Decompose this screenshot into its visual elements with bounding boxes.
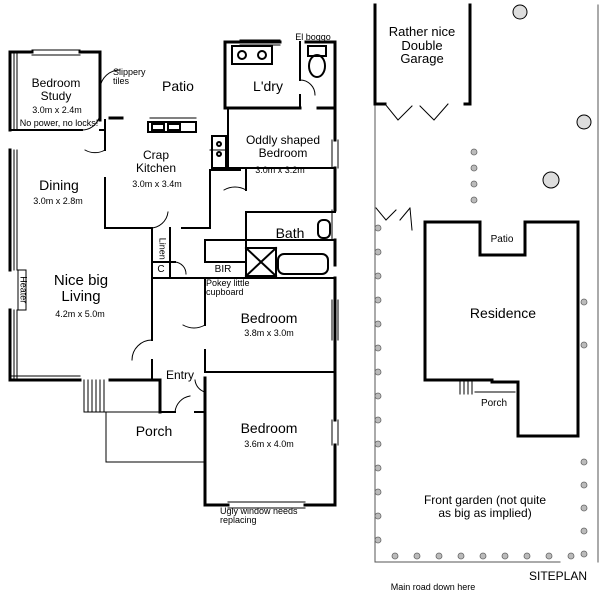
shrub-dot (374, 440, 382, 448)
shrub-dot (470, 164, 478, 172)
patio-label: Patio (162, 78, 194, 94)
shrub-dot (374, 344, 382, 352)
entry-label: Entry (165, 368, 194, 382)
siteplan-patio-label: Patio (490, 234, 514, 245)
shrub-dot (374, 512, 382, 520)
front-garden-label: Front garden (not quite as big as implie… (423, 493, 547, 520)
shrub-dot (470, 196, 478, 204)
bedroom-front-size: 3.6m x 4.0m (244, 439, 294, 449)
slippery-tiles-label: Slippery tiles (113, 67, 146, 87)
bedroom-study-name: Bedroom Study (31, 76, 81, 103)
shrub-dot (374, 416, 382, 424)
pokey-cupboard-label: Pokey little cupboard (206, 278, 250, 298)
shrub-dot (374, 488, 382, 496)
shrub-dot (580, 504, 588, 512)
shrub-dot (413, 552, 421, 560)
shrub-dot (501, 552, 509, 560)
shrub-dot (470, 148, 478, 156)
shrub-dot (580, 458, 588, 466)
dining-name: Dining (39, 177, 79, 193)
shrub-dot (374, 464, 382, 472)
shrub-dot (580, 550, 588, 558)
shrub-dot (567, 552, 575, 560)
shrub-dot (523, 552, 531, 560)
bath-label: Bath (275, 225, 305, 241)
shrub-dot (374, 536, 382, 544)
bir-label: BIR (214, 264, 232, 275)
floorplan-windows (9, 39, 339, 509)
bedroom-study-note: No power, no locks! (19, 118, 99, 128)
shrub-dot (374, 392, 382, 400)
shrub-dot (374, 248, 382, 256)
siteplan-title: SITEPLAN (528, 569, 588, 583)
shrub-dot (545, 552, 553, 560)
bedroom-front-name: Bedroom (240, 420, 298, 436)
siteplan-residence (423, 220, 580, 438)
linen-label: Linen (157, 237, 168, 260)
shrub-dot (374, 368, 382, 376)
shrub-dot (580, 481, 588, 489)
residence-label: Residence (469, 305, 537, 321)
siteplan-porch-label: Porch (480, 398, 508, 409)
shrub-dot (374, 272, 382, 280)
shrub-dot (391, 552, 399, 560)
shrub-dot (580, 341, 588, 349)
living-size: 4.2m x 5.0m (55, 309, 105, 319)
oddly-bedroom-size: 3.0m x 3.2m (255, 165, 305, 175)
shrub-dot (479, 552, 487, 560)
shrub-dot (470, 180, 478, 188)
living-name: Nice big Living (53, 272, 109, 305)
oddly-bedroom-name: Oddly shaped Bedroom (245, 133, 321, 160)
floorplan-porch (83, 379, 206, 463)
porch-label: Porch (135, 423, 173, 439)
shrub-dot (435, 552, 443, 560)
floorplan-outer-walls (8, 40, 337, 507)
shrub-dot (374, 296, 382, 304)
shrub-dot (580, 527, 588, 535)
shrub-dot (457, 552, 465, 560)
el-boggo-label: El boggo (295, 32, 331, 42)
garage-label: Rather nice Double Garage (388, 24, 456, 67)
bedroom-study-size: 3.0m x 2.4m (32, 105, 82, 115)
heater-label: Heater (18, 276, 29, 304)
cupboard-c-label: C (157, 264, 165, 275)
kitchen-name: Crap Kitchen (135, 148, 177, 175)
laundry-label: L'dry (253, 78, 283, 94)
shrub-dot (374, 224, 382, 232)
bedroom-middle-name: Bedroom (240, 310, 298, 326)
floorplan-doors (81, 69, 316, 413)
shrub-dot (580, 298, 588, 306)
siteplan-trees (512, 4, 592, 189)
shrub-dot (374, 320, 382, 328)
kitchen-size: 3.0m x 3.4m (132, 179, 182, 189)
dining-size: 3.0m x 2.8m (33, 196, 83, 206)
main-road-label: Main road down here (390, 582, 476, 592)
bedroom-middle-size: 3.8m x 3.0m (244, 328, 294, 338)
floorplan-inner-walls (9, 41, 336, 413)
siteplan-garage (373, 3, 472, 106)
ugly-window-label: Ugly window needs replacing (220, 506, 298, 526)
